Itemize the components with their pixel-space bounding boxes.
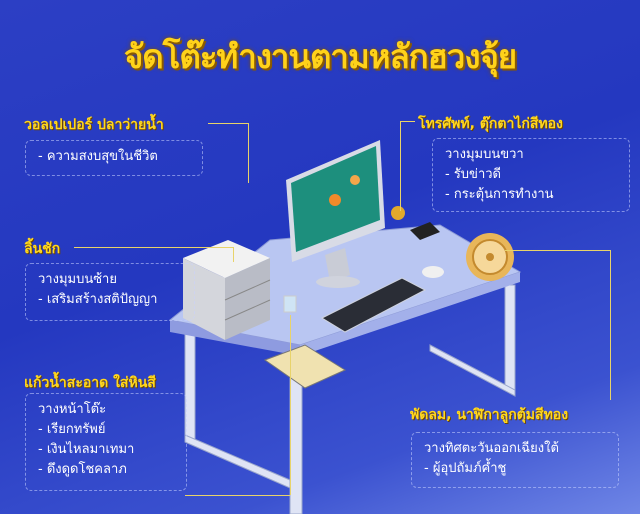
golden-chicken [391, 206, 405, 220]
drawer-label: ลิ้นชัก [24, 241, 61, 257]
drawer-box: วางมุมบนซ้าย - เสริมสร้างสติปัญญา [25, 263, 195, 321]
fan-label: พัดลม, นาฬิกาลูกตุ้มสีทอง [410, 407, 569, 423]
notebook [263, 344, 347, 389]
phone-label: โทรศัพท์, ตุ๊กตาไก่สีทอง [418, 116, 563, 132]
glass-line: วางหน้าโต๊ะ [38, 402, 107, 417]
fan-box: วางทิศตะวันออกเฉียงใต้ - ผู้อุปถัมภ์ค้ำช… [411, 432, 619, 488]
fan-line: - ผู้อุปถัมภ์ค้ำชู [424, 461, 507, 476]
phone-line: - กระตุ้นการทำงาน [445, 187, 554, 202]
fan-line: วางทิศตะวันออกเฉียงใต้ [424, 441, 559, 456]
glass-line: - เรียกทรัพย์ [38, 422, 106, 437]
glass-line: - ดึงดูดโชคลาภ [38, 462, 127, 477]
wallpaper-label: วอลเปเปอร์ ปลาว่ายน้ำ [24, 117, 164, 133]
drawer-line: วางมุมบนซ้าย [38, 272, 117, 287]
phone-line: วางมุมบนขวา [445, 147, 524, 162]
keyboard [320, 277, 427, 333]
phone [410, 222, 440, 240]
glass-label: แก้วน้ำสะอาด ใส่หินสี [24, 375, 156, 391]
mouse [422, 266, 444, 278]
phone-line: - รับข่าวดี [445, 167, 501, 182]
page-title: จัดโต๊ะทำงานตามหลักฮวงจุ้ย [123, 37, 517, 76]
golden-fan [466, 233, 514, 281]
glass-with-stones [283, 295, 297, 313]
wallpaper-line: - ความสงบสุขในชีวิต [38, 149, 158, 164]
computer-monitor [286, 140, 385, 288]
glass-box: วางหน้าโต๊ะ - เรียกทรัพย์ - เงินไหลมาเทม… [25, 393, 187, 491]
drawer-cabinet [183, 240, 271, 340]
desk-legs [184, 284, 516, 514]
drawer-line: - เสริมสร้างสติปัญญา [38, 292, 158, 307]
wallpaper-box: - ความสงบสุขในชีวิต [25, 140, 203, 176]
glass-line: - เงินไหลมาเทมา [38, 442, 135, 457]
phone-box: วางมุมบนขวา - รับข่าวดี - กระตุ้นการทำงา… [432, 138, 630, 212]
